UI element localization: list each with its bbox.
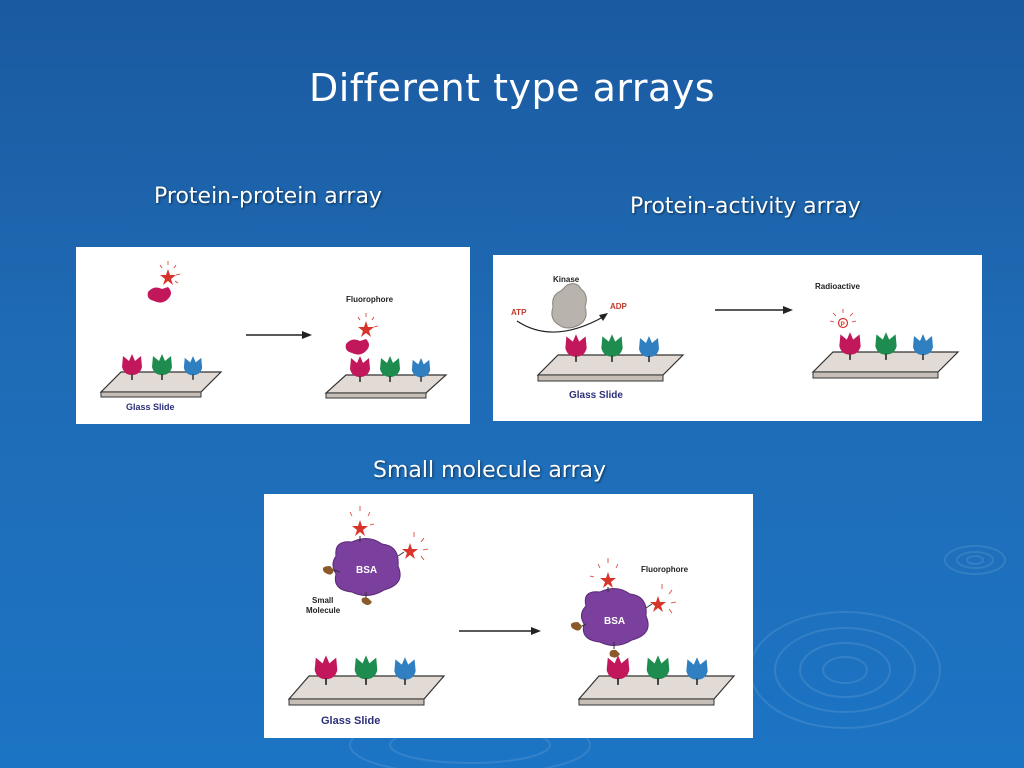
slide-title: Different type arrays	[308, 66, 716, 110]
protein-protein-diagram: Glass Slide	[76, 247, 470, 424]
fluorophore-label: Fluorophore	[641, 565, 689, 574]
glass-slide-label: Glass Slide	[569, 390, 623, 401]
fluorophore-label: Fluorophore	[346, 295, 394, 304]
caption-small-molecule: Small molecule array	[373, 458, 606, 483]
fluorophore-star	[159, 261, 181, 285]
caption-protein-protein: Protein-protein array	[154, 184, 382, 209]
radioactive-label: Radioactive	[815, 282, 860, 291]
small-molecule-ligand	[322, 566, 334, 575]
atp-label: ATP	[511, 308, 527, 317]
kinase-enzyme	[551, 283, 587, 329]
kinase-label: Kinase	[553, 275, 580, 284]
adp-label: ADP	[610, 302, 628, 311]
bsa-label: BSA	[356, 565, 377, 576]
bsa-carrier	[332, 538, 401, 596]
glass-slide	[99, 371, 223, 393]
glass-slide	[536, 354, 685, 376]
small-molecule-diagram: Glass Slide BSA Small Molecule	[264, 494, 753, 738]
small-molecule-label: Small	[312, 596, 333, 605]
svg-text:P: P	[841, 321, 846, 328]
probe-protein	[147, 287, 171, 303]
protein-activity-diagram: Glass Slide Kinase ATP ADP P	[493, 255, 982, 421]
caption-protein-activity: Protein-activity array	[630, 194, 861, 219]
svg-text:BSA: BSA	[604, 616, 625, 627]
small-molecule-label-2: Molecule	[306, 606, 341, 615]
atp-to-adp-arrow	[516, 316, 604, 333]
glass-slide-label: Glass Slide	[321, 715, 380, 727]
glass-slide-label: Glass Slide	[126, 402, 175, 412]
phosphate-marker: P	[829, 309, 857, 329]
